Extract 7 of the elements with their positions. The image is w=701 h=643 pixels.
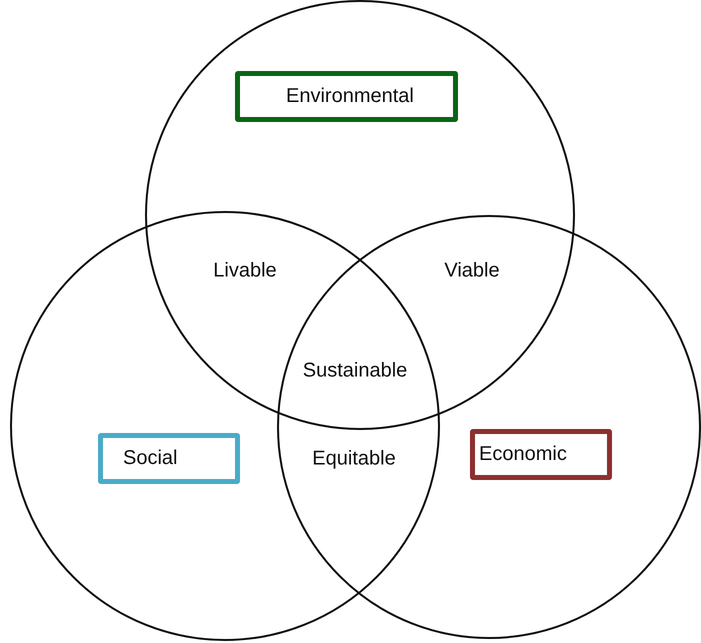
overlap-label: Sustainable xyxy=(302,360,408,382)
overlap-label: Equitable xyxy=(312,448,396,470)
category-box: Social xyxy=(98,433,240,484)
overlap-label: Viable xyxy=(444,260,500,282)
overlap-label: Livable xyxy=(213,260,277,282)
category-box: Economic xyxy=(470,429,612,480)
category-box: Environmental xyxy=(235,71,458,122)
